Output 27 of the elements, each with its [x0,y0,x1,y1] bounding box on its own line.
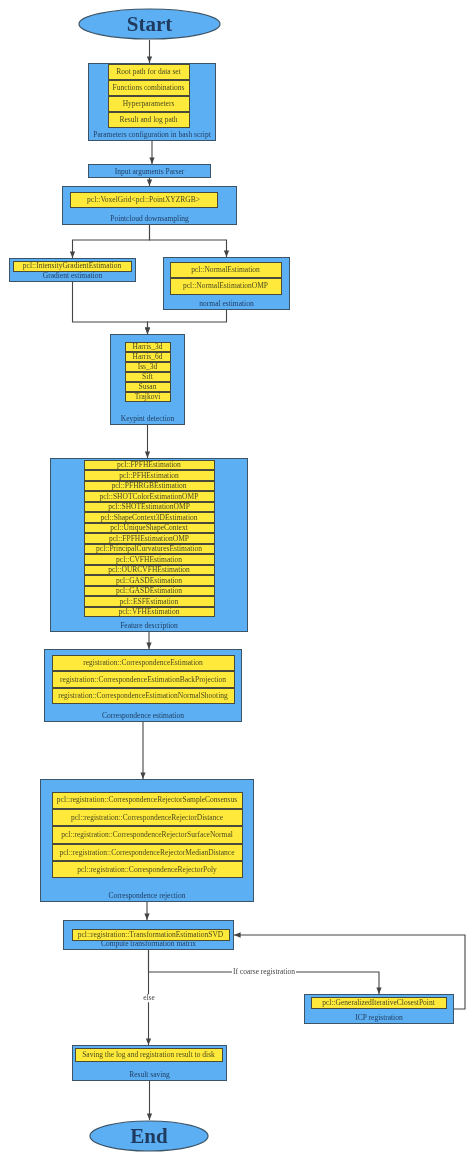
arrow [146,631,152,650]
group-panel [72,1045,227,1081]
group-panel [304,994,454,1024]
terminal-label: Start [126,11,173,37]
group-panel [50,458,248,632]
arrow [144,309,228,335]
arrow [146,1080,153,1121]
group-panel [9,258,136,282]
terminal-ellipse [89,1120,209,1152]
arrow [148,224,230,258]
arrow [233,932,466,1010]
arrow [146,177,153,187]
arrow [144,424,151,459]
terminal-label: End [130,1123,168,1149]
arrow [140,721,146,780]
arrow [146,39,153,64]
group-panel [88,63,216,141]
group-panel [63,920,234,950]
terminal-ellipse [78,8,221,40]
arrow [145,949,152,1046]
group-panel [44,649,242,722]
group-panel [163,257,290,310]
arrow [149,140,155,165]
arrow [144,901,150,921]
group-panel [62,186,237,225]
group-panel [40,779,254,902]
group-panel [110,334,185,425]
